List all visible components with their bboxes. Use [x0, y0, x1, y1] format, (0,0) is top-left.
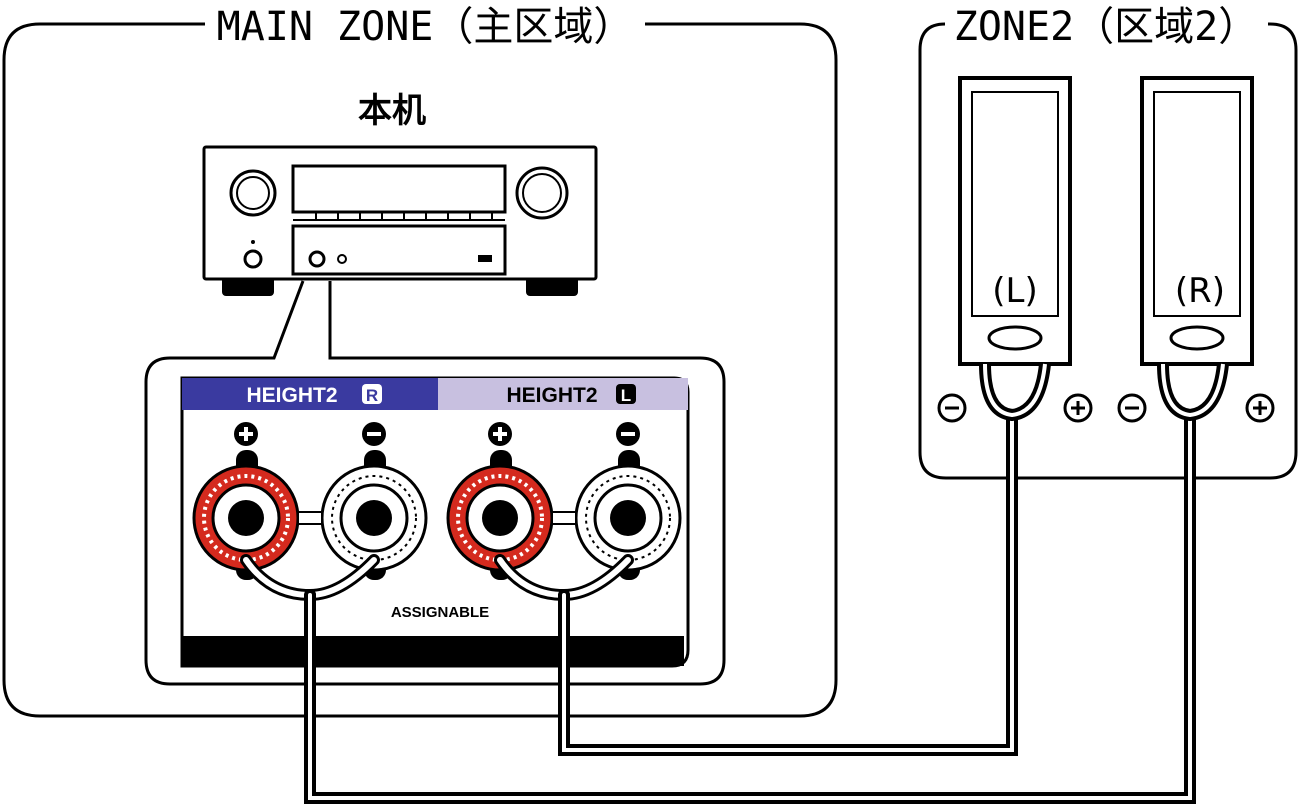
speaker-left-label: (L)	[992, 271, 1037, 311]
height2-r-positive-terminal	[192, 450, 300, 580]
volume-knob-icon	[515, 166, 569, 220]
minus-circle-icon	[1117, 393, 1147, 423]
minus-sign-icon	[362, 422, 386, 446]
plus-circle-icon	[1063, 393, 1093, 423]
speaker-right-label: (R)	[1175, 271, 1225, 311]
plus-sign-icon	[488, 422, 512, 446]
power-button-icon	[243, 249, 263, 269]
zone2-title: ZONE2（区域2）	[954, 4, 1259, 50]
speaker-wires	[240, 409, 1196, 804]
height2-r-badge: R	[366, 386, 378, 405]
headphone-jack-icon	[308, 250, 326, 268]
minus-sign-icon	[616, 422, 640, 446]
unit-label: 本机	[358, 91, 426, 131]
main-zone-title: MAIN ZONE（主区域）	[217, 4, 634, 50]
terminal-panel-callout: HEIGHT2 R HEIGHT2 L	[144, 280, 726, 686]
zone2-frame: ZONE2（区域2）	[918, 4, 1298, 480]
speaker-left: (L)	[937, 76, 1093, 423]
plus-circle-icon	[1245, 393, 1275, 423]
speaker-right: (R)	[1117, 76, 1275, 423]
height2-r-header	[182, 378, 438, 410]
height2-l-label: HEIGHT2	[506, 384, 597, 407]
plus-sign-icon	[234, 422, 258, 446]
height2-l-badge: L	[621, 386, 631, 405]
assignable-label: ASSIGNABLE	[391, 604, 489, 621]
usb-port-icon	[478, 255, 492, 262]
height2-r-negative-terminal	[320, 450, 428, 580]
main-zone-frame: MAIN ZONE（主区域）	[2, 4, 838, 718]
mic-jack-icon	[337, 254, 347, 264]
height2-l-header	[438, 378, 688, 410]
minus-circle-icon	[937, 393, 967, 423]
height2-r-label: HEIGHT2	[246, 384, 337, 407]
av-receiver	[202, 145, 598, 296]
height2-l-positive-terminal	[446, 450, 554, 580]
